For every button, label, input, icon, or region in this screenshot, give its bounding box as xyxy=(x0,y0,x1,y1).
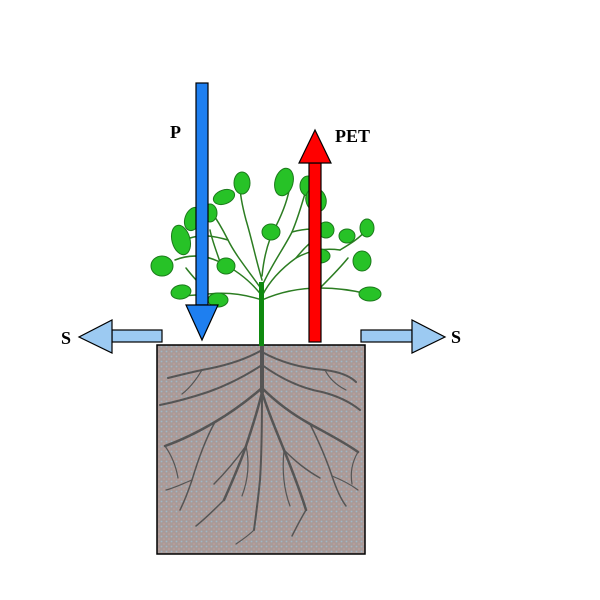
plant-roots xyxy=(159,343,361,545)
runoff-left-label: S xyxy=(61,328,71,348)
runoff-right-arrow xyxy=(360,319,447,354)
precipitation-arrow xyxy=(185,82,219,342)
runoff-left-arrow xyxy=(77,319,163,354)
precipitation-label: P xyxy=(170,122,181,142)
plant-stem xyxy=(259,282,264,346)
plant-leaves xyxy=(150,167,382,308)
evapotranspiration-label: PET xyxy=(335,126,370,146)
runoff-right-label: S xyxy=(451,327,461,347)
evapotranspiration-arrow xyxy=(298,128,332,343)
